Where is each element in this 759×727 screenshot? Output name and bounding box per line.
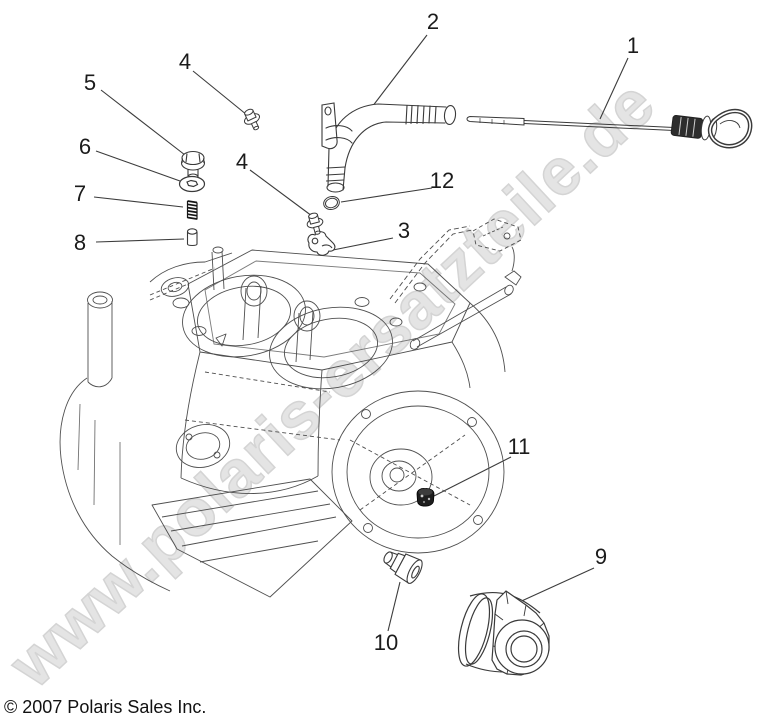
fill-tube-drawing (321, 102, 457, 193)
oil-tube-drawing (409, 246, 522, 350)
callout-10: 10 (373, 630, 399, 655)
callout-4a: 4 (178, 49, 192, 74)
callout-8: 8 (73, 230, 87, 255)
dowel-pin-drawing (186, 228, 198, 247)
copyright-text: © 2007 Polaris Sales Inc. (4, 697, 207, 717)
leader-lines (93, 34, 629, 632)
vent-hose-drawing (389, 218, 522, 304)
flange-bolt-top-drawing (244, 108, 260, 131)
o-ring-drawing (323, 195, 340, 211)
oil-plug-drawing (180, 150, 206, 181)
callout-2: 2 (426, 9, 440, 34)
callout-4b: 4 (235, 149, 249, 174)
callout-11: 11 (507, 434, 531, 459)
drain-plug-drawing (383, 551, 423, 584)
dipstick-drawing (466, 108, 753, 149)
washer-drawing (178, 175, 206, 193)
bracket-drawing (307, 231, 336, 256)
oil-filter-drawing (457, 590, 550, 676)
nut-drawing (416, 488, 435, 507)
engine-drawing (59, 246, 506, 598)
spring-drawing (186, 200, 198, 220)
callout-12: 12 (429, 168, 455, 193)
callout-3: 3 (397, 218, 411, 243)
callout-5: 5 (83, 70, 97, 95)
callout-7: 7 (73, 181, 87, 206)
callout-6: 6 (78, 134, 92, 159)
callout-1: 1 (626, 33, 640, 58)
callout-9: 9 (594, 544, 608, 569)
flange-bolt-mid-drawing (306, 212, 324, 235)
